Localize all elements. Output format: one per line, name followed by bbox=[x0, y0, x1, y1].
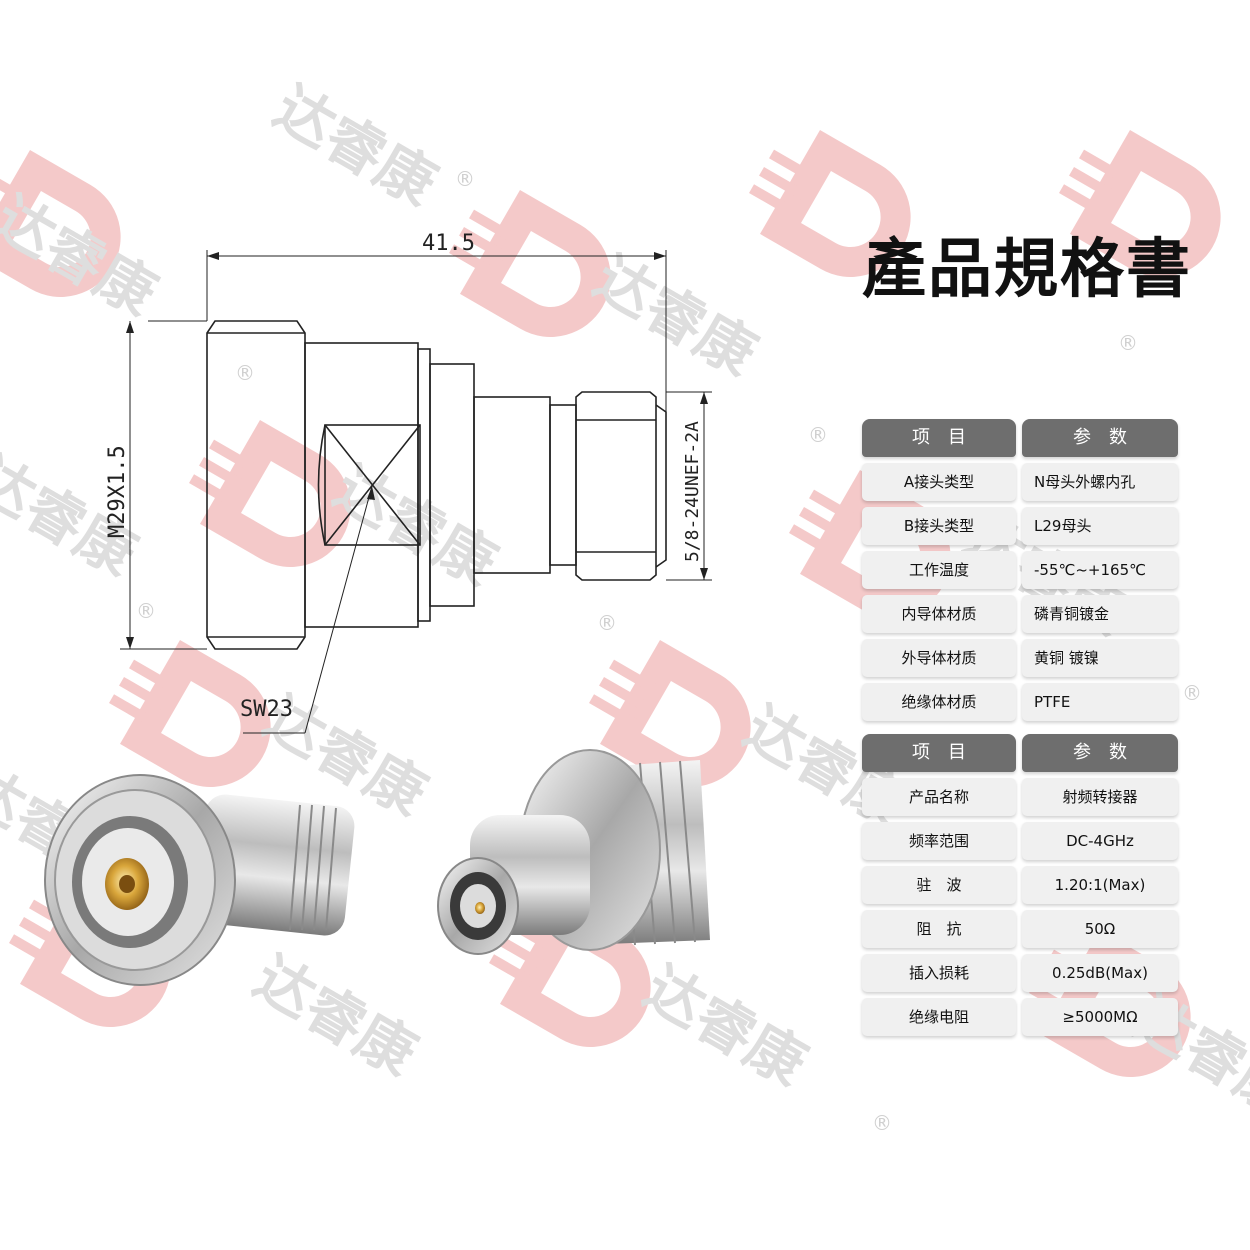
spec-key: 内导体材质 bbox=[862, 595, 1016, 633]
spec-value: 黄铜 镀镍 bbox=[1022, 639, 1178, 677]
dim-wrench: SW23 bbox=[240, 697, 293, 722]
spec-key: 驻 波 bbox=[862, 866, 1016, 904]
product-photo-back bbox=[437, 749, 710, 955]
header-param: 参数 bbox=[1022, 734, 1178, 772]
dim-length: 41.5 bbox=[422, 231, 475, 256]
spec-value: ≥5000MΩ bbox=[1022, 998, 1178, 1036]
spec-key: 绝缘电阻 bbox=[862, 998, 1016, 1036]
spec-key: 工作温度 bbox=[862, 551, 1016, 589]
spec-key: 外导体材质 bbox=[862, 639, 1016, 677]
product-photo-front bbox=[44, 774, 355, 986]
spec-key: B接头类型 bbox=[862, 507, 1016, 545]
spec-value: 0.25dB(Max) bbox=[1022, 954, 1178, 992]
spec-value: PTFE bbox=[1022, 683, 1178, 721]
spec-key: 产品名称 bbox=[862, 778, 1016, 816]
spec-value: N母头外螺内孔 bbox=[1022, 463, 1178, 501]
spec-value: 1.20:1(Max) bbox=[1022, 866, 1178, 904]
header-item: 项目 bbox=[862, 419, 1016, 457]
spec-value: DC-4GHz bbox=[1022, 822, 1178, 860]
spec-value: 射频转接器 bbox=[1022, 778, 1178, 816]
spec-key: 频率范围 bbox=[862, 822, 1016, 860]
spec-key: A接头类型 bbox=[862, 463, 1016, 501]
dim-thread-a: M29X1.5 bbox=[105, 445, 130, 538]
spec-value: L29母头 bbox=[1022, 507, 1178, 545]
spec-key: 绝缘体材质 bbox=[862, 683, 1016, 721]
header-item: 项目 bbox=[862, 734, 1016, 772]
spec-value: 磷青铜镀金 bbox=[1022, 595, 1178, 633]
spec-value: -55℃~+165℃ bbox=[1022, 551, 1178, 589]
header-param: 参数 bbox=[1022, 419, 1178, 457]
spec-key: 阻 抗 bbox=[862, 910, 1016, 948]
dim-thread-b: 5/8-24UNEF-2A bbox=[682, 421, 703, 562]
page-title: 產品規格書 bbox=[862, 232, 1192, 307]
spec-key: 插入损耗 bbox=[862, 954, 1016, 992]
spec-value: 50Ω bbox=[1022, 910, 1178, 948]
